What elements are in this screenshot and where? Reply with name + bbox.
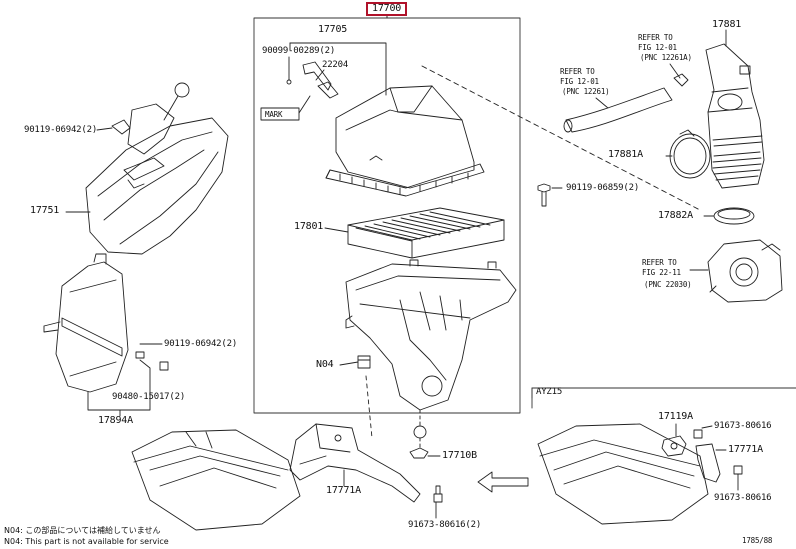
bolt-90119-06859 <box>537 183 551 207</box>
part-label-17771a-left[interactable]: 17771A <box>326 485 361 496</box>
part-label-n04[interactable]: N04 <box>316 359 334 370</box>
throttle-body-22030 <box>707 239 783 303</box>
part-label-90119-06942-upper[interactable]: 90119-06942(2) <box>24 125 98 135</box>
footnote-n04-english: N04: This part is not available for serv… <box>4 537 169 546</box>
mark-label: MARK <box>265 110 283 119</box>
part-label-91673-80616-right-top[interactable]: 91673-80616 <box>714 421 772 431</box>
ref3-line1: REFER TO <box>642 258 677 267</box>
part-label-90119-06942-lower[interactable]: 90119-06942(2) <box>164 339 238 349</box>
leader-ref-circle <box>163 95 179 121</box>
part-17119a <box>661 435 687 457</box>
part-label-17881a[interactable]: 17881A <box>608 149 643 160</box>
leader-90119-a <box>96 127 113 131</box>
part-label-17705[interactable]: 17705 <box>318 24 348 35</box>
ref1-line2[interactable]: FIG 12-01 <box>638 43 677 52</box>
air-cleaner-cap-17705 <box>325 85 485 197</box>
clamp-17881a <box>669 129 711 179</box>
leader-ref2 <box>595 97 609 109</box>
part-label-17882a[interactable]: 17882A <box>658 210 693 221</box>
air-inlet-duct-17751 <box>85 103 229 255</box>
bolt-91673-left <box>433 485 443 503</box>
direction-arrow <box>477 471 529 493</box>
footnote-n04-japanese: N04: この部品については補給していません <box>4 526 161 535</box>
part-label-17119a[interactable]: 17119A <box>658 411 693 422</box>
part-label-91673-80616-right-bottom[interactable]: 91673-80616 <box>714 493 772 503</box>
breather-hose <box>563 87 673 133</box>
battery-right <box>537 423 709 525</box>
variant-ayz15-frame <box>531 387 796 399</box>
part-number-17700-highlight[interactable]: 17700 <box>366 2 408 16</box>
bracket-17771a-right <box>693 429 743 483</box>
resonator-17894a <box>43 253 129 393</box>
leader-n04 <box>339 361 359 366</box>
clip-12261a <box>673 73 689 87</box>
part-label-90099-00289[interactable]: 90099-00289(2) <box>262 46 336 56</box>
leader-90480 <box>139 359 151 397</box>
battery-bracket-17771a-left <box>289 423 421 503</box>
ring-17882a <box>713 207 755 225</box>
part-label-17801[interactable]: 17801 <box>294 221 324 232</box>
mass-air-flow-sensor-22204 <box>286 61 339 99</box>
grommet-n04 <box>357 355 371 369</box>
part-label-17771a-right[interactable]: 17771A <box>728 444 763 455</box>
part-label-90480-15017[interactable]: 90480-15017(2) <box>112 392 186 402</box>
ref2-line3: (PNC 12261) <box>562 87 610 96</box>
air-cleaner-case-lower <box>345 259 517 411</box>
leader-91673-r1 <box>701 425 713 429</box>
intake-hose-17881 <box>705 43 765 189</box>
dashed-link-bracket <box>365 375 373 439</box>
ref1-line3: (PNC 12261A) <box>640 53 692 62</box>
leader-17705 <box>289 42 387 96</box>
part-label-17881[interactable]: 17881 <box>712 19 742 30</box>
leader-17801 <box>324 227 349 233</box>
dashed-link-cap-to-hose <box>421 65 701 211</box>
part-label-17751[interactable]: 17751 <box>30 205 60 216</box>
ref2-line2[interactable]: FIG 12-01 <box>560 77 599 86</box>
part-17710b <box>409 409 429 459</box>
mark-box <box>260 107 300 121</box>
leader-17894a-bracket <box>87 391 151 411</box>
ref3-line2[interactable]: FIG 22-11 <box>642 268 681 277</box>
variant-label-ayz15: AYZ15 <box>536 387 563 397</box>
air-filter-element-17801 <box>347 207 505 259</box>
ref1-line1: REFER TO <box>638 33 673 42</box>
part-label-91673-80616-left[interactable]: 91673-80616(2) <box>408 520 482 530</box>
part-label-90119-06859[interactable]: 90119-06859(2) <box>566 183 640 193</box>
part-label-22204[interactable]: 22204 <box>322 60 349 70</box>
leader-22204 <box>315 69 325 81</box>
part-label-17894a[interactable]: 17894A <box>98 415 133 426</box>
reference-circle-top <box>174 82 190 98</box>
page-code: 1785/88 <box>742 536 773 545</box>
ref3-line3: (PNC 22030) <box>644 280 692 289</box>
part-label-17710b[interactable]: 17710B <box>442 450 477 461</box>
bolt-90119-06942-lower <box>135 351 169 371</box>
ref2-line1: REFER TO <box>560 67 595 76</box>
battery-left <box>131 429 301 531</box>
